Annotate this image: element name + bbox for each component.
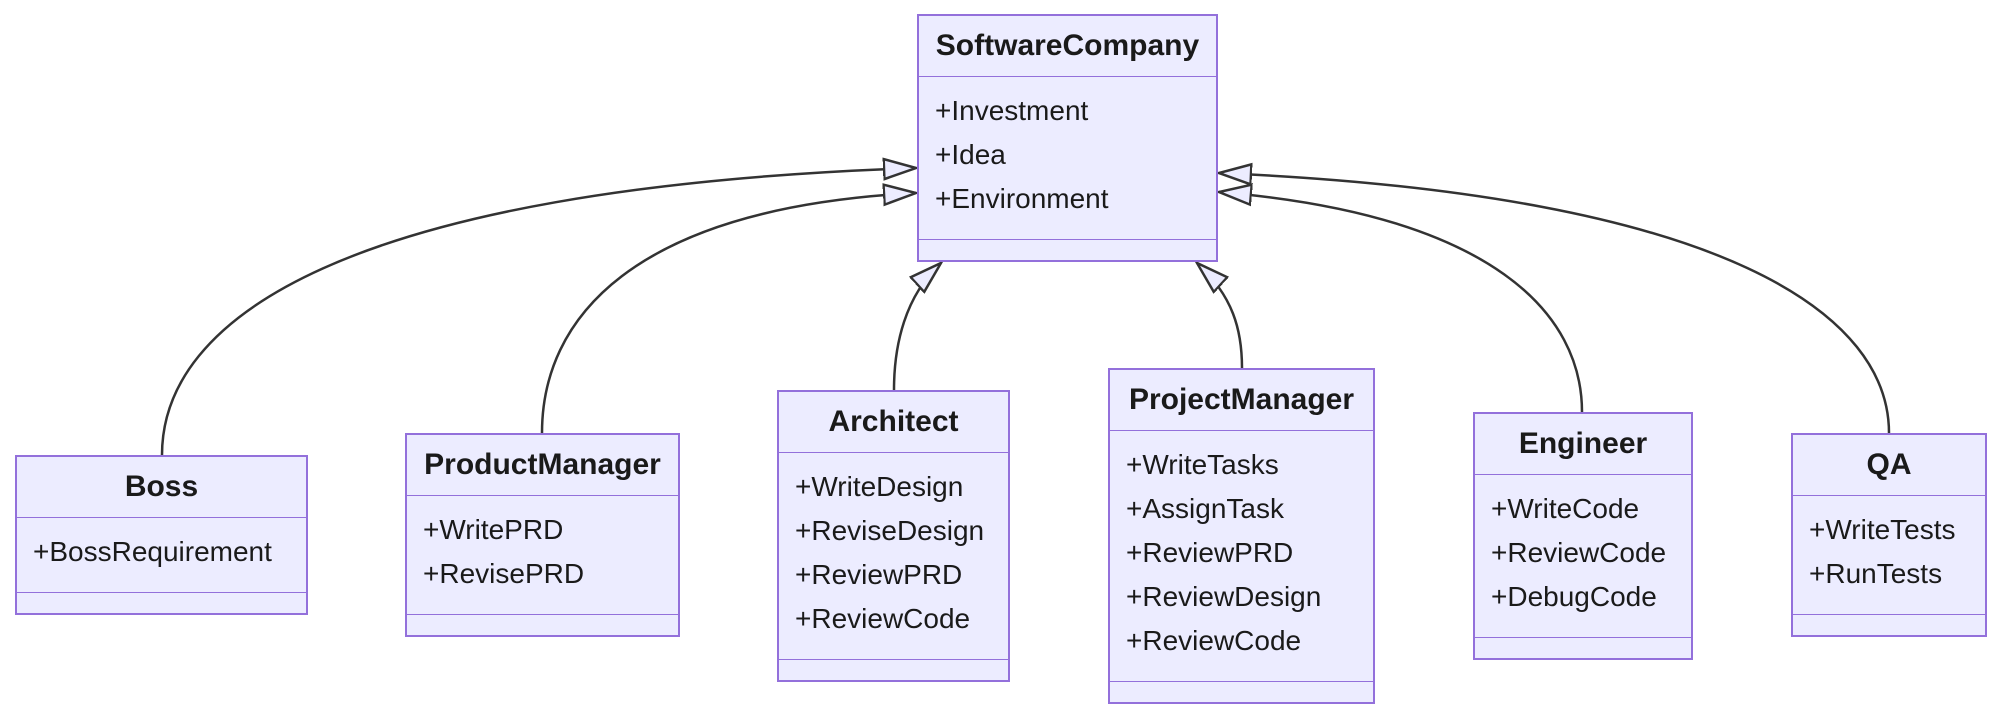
class-node-engineer: Engineer +WriteCode +ReviewCode +DebugCo… [1473, 412, 1693, 660]
class-attribute: +ReviewDesign [1126, 581, 1322, 612]
class-attribute: +ReviewPRD [795, 559, 963, 590]
class-title: ProjectManager [1110, 370, 1373, 431]
class-attribute: +Idea [935, 139, 1006, 170]
class-attribute: +WriteCode [1491, 493, 1640, 524]
class-attribute: +WriteDesign [795, 471, 964, 502]
class-methods-empty [919, 240, 1216, 260]
class-attribute: +WriteTests [1809, 514, 1956, 545]
class-attributes: +Investment +Idea +Environment [919, 77, 1216, 240]
class-title: QA [1793, 435, 1985, 496]
class-attribute: +ReviseDesign [795, 515, 985, 546]
class-attributes: +BossRequirement [17, 518, 306, 593]
class-attribute: +Environment [935, 183, 1109, 214]
class-title: SoftwareCompany [919, 16, 1216, 77]
class-attributes: +WritePRD +RevisePRD [407, 496, 678, 615]
inheritance-edge-boss [160, 168, 916, 456]
class-attributes: +WriteTests +RunTests [1793, 496, 1985, 615]
class-methods-empty [17, 593, 306, 613]
class-attribute: +WriteTasks [1126, 449, 1279, 480]
class-title: Boss [17, 457, 306, 518]
class-node-architect: Architect +WriteDesign +ReviseDesign +Re… [777, 390, 1010, 682]
class-methods-empty [1110, 682, 1373, 702]
class-methods-empty [1793, 615, 1985, 635]
class-node-productmanager: ProductManager +WritePRD +RevisePRD [405, 433, 680, 637]
class-attribute: +RunTests [1809, 558, 1943, 589]
class-node-qa: QA +WriteTests +RunTests [1791, 433, 1987, 637]
class-node-projectmanager: ProjectManager +WriteTasks +AssignTask +… [1108, 368, 1375, 704]
inheritance-edge-architect [892, 263, 941, 391]
class-methods-empty [779, 660, 1008, 680]
class-attribute: +BossRequirement [33, 536, 272, 567]
class-attribute: +ReviewCode [1491, 537, 1667, 568]
inheritance-edge-engineer [1219, 192, 1584, 413]
class-attributes: +WriteCode +ReviewCode +DebugCode [1475, 475, 1691, 638]
class-attribute: +RevisePRD [423, 558, 585, 589]
class-title: Engineer [1475, 414, 1691, 475]
class-node-softwarecompany: SoftwareCompany +Investment +Idea +Envir… [917, 14, 1218, 262]
class-methods-empty [407, 615, 678, 635]
class-attribute: +WritePRD [423, 514, 564, 545]
class-attribute: +ReviewCode [1126, 625, 1302, 656]
class-attributes: +WriteDesign +ReviseDesign +ReviewPRD +R… [779, 453, 1008, 660]
class-attribute: +Investment [935, 95, 1089, 126]
class-attribute: +ReviewPRD [1126, 537, 1294, 568]
class-methods-empty [1475, 638, 1691, 658]
class-node-boss: Boss +BossRequirement [15, 455, 308, 615]
class-title: ProductManager [407, 435, 678, 496]
class-attribute: +AssignTask [1126, 493, 1284, 524]
class-attribute: +DebugCode [1491, 581, 1657, 612]
inheritance-edge-productmanager [540, 193, 916, 434]
class-attributes: +WriteTasks +AssignTask +ReviewPRD +Revi… [1110, 431, 1373, 682]
class-title: Architect [779, 392, 1008, 453]
class-attribute: +ReviewCode [795, 603, 971, 634]
inheritance-edge-qa [1219, 173, 1891, 434]
inheritance-edge-projectmanager [1197, 263, 1244, 369]
